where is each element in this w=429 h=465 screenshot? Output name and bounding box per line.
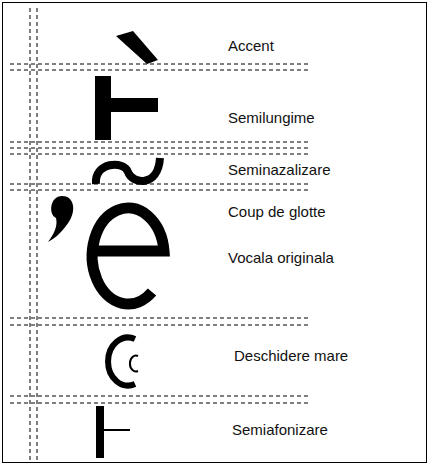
part-label: Coup de glotte bbox=[228, 203, 326, 221]
frame bbox=[3, 3, 427, 463]
devoicing-stem bbox=[96, 406, 104, 458]
nasal-curve bbox=[96, 158, 160, 184]
glottal-stop-mark bbox=[48, 196, 73, 242]
vowel-glyph bbox=[92, 208, 164, 304]
part-label: Vocala originala bbox=[228, 249, 334, 267]
zone-line bbox=[10, 64, 310, 65]
part-label: Deschidere mare bbox=[234, 347, 348, 365]
zone-line bbox=[10, 325, 310, 326]
zone-line bbox=[10, 403, 310, 404]
zone-line bbox=[10, 70, 310, 71]
vertical-guide bbox=[37, 8, 38, 460]
zone-line bbox=[10, 318, 310, 319]
part-label: Semilungime bbox=[228, 109, 315, 127]
zone-line bbox=[10, 148, 310, 149]
part-label: Semiafonizare bbox=[232, 421, 328, 439]
vertical-guide bbox=[30, 8, 31, 460]
open-mark-small bbox=[130, 356, 138, 372]
zone-line bbox=[10, 396, 310, 397]
zone-line bbox=[10, 184, 310, 185]
part-label: Seminazalizare bbox=[228, 161, 331, 179]
length-stem bbox=[95, 76, 111, 140]
accent-mark bbox=[116, 31, 158, 64]
guide-lines bbox=[10, 8, 310, 460]
length-arm bbox=[111, 98, 158, 112]
part-label: Accent bbox=[228, 37, 274, 55]
zone-line bbox=[10, 142, 310, 143]
zone-line bbox=[10, 154, 310, 155]
zone-line bbox=[10, 190, 310, 191]
devoicing-tick bbox=[104, 429, 130, 431]
